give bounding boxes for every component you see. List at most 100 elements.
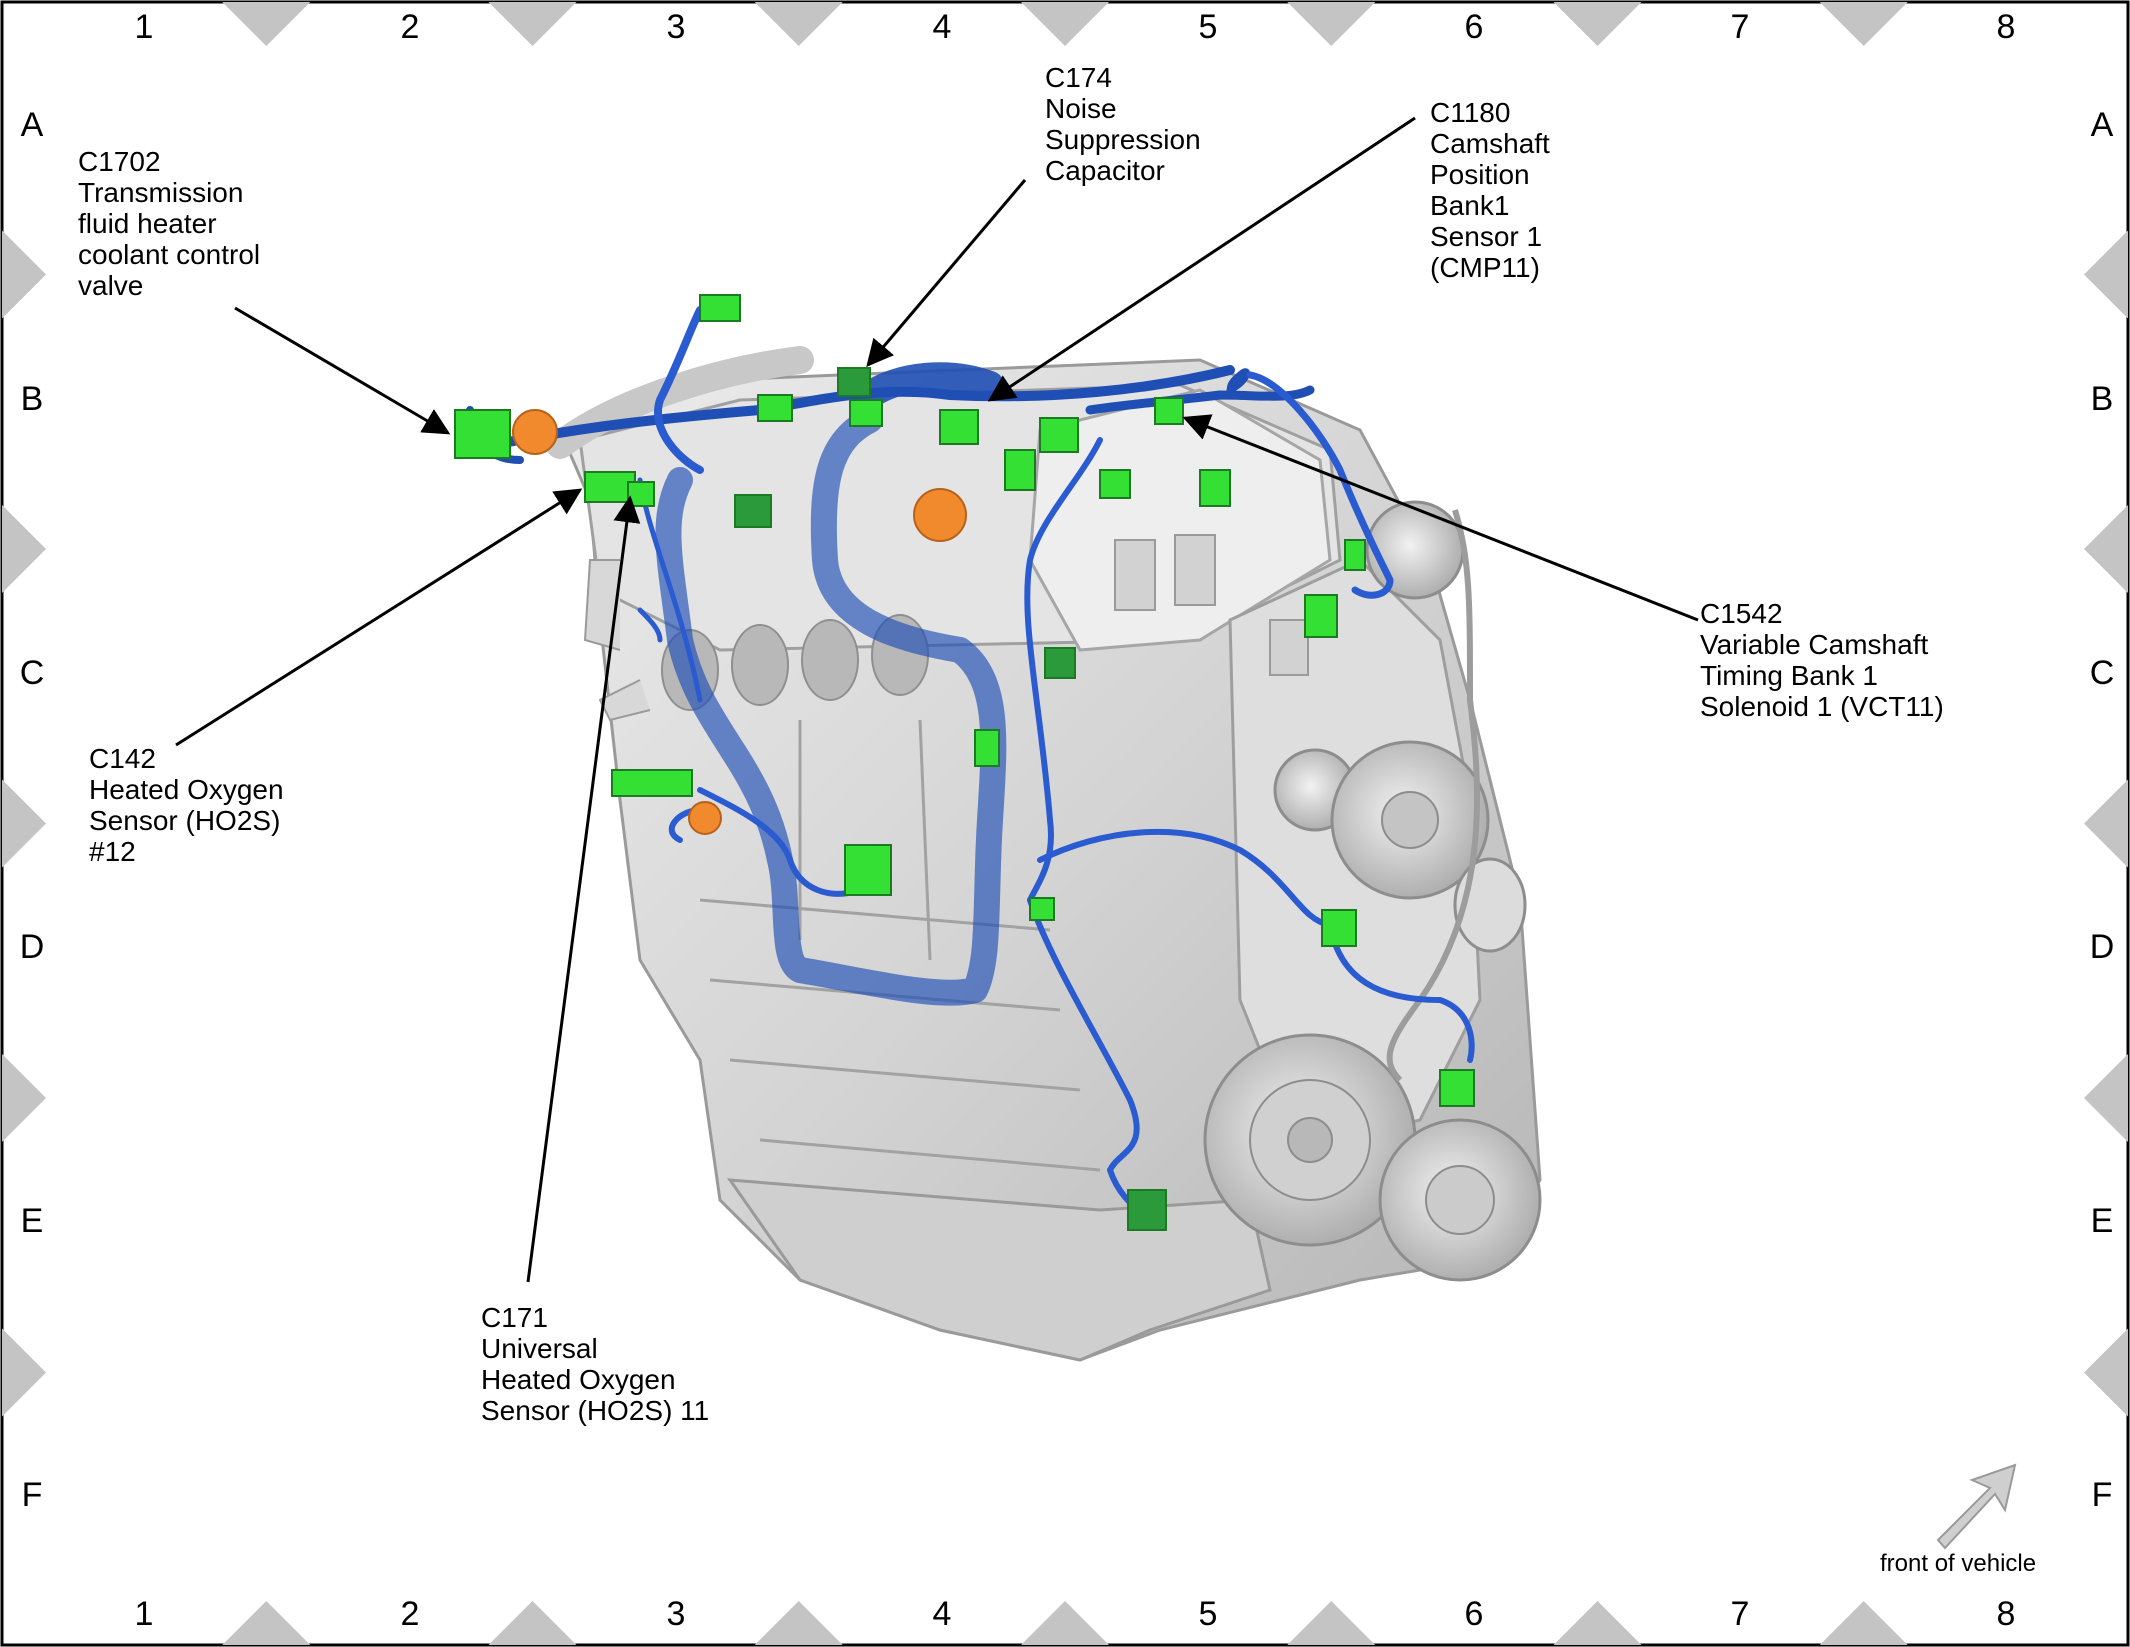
connector-c1702-orange: [512, 409, 558, 455]
alternator-shaft: [1453, 857, 1527, 953]
grid-row-label: C: [19, 654, 45, 692]
leader-c174: [866, 179, 1027, 368]
grid-col-label: 3: [666, 1595, 686, 1633]
leader-c1702: [234, 306, 451, 435]
cam-pulley: [1365, 500, 1465, 600]
border-marker-left: [2, 1054, 46, 1142]
border-marker-bottom: [1819, 1601, 1908, 1645]
grid-col-label: 1: [134, 1595, 154, 1633]
connector-d3: [844, 844, 892, 896]
border-marker-bottom: [754, 1601, 843, 1645]
drive-belt: [1386, 509, 1481, 1083]
border-marker-right: [2084, 230, 2128, 319]
connector-c1702: [454, 409, 511, 459]
valve-cover: [1028, 388, 1332, 652]
border-marker-bottom: [1287, 1601, 1376, 1645]
leader-c1542: [1182, 414, 1699, 622]
border-marker-left: [2, 505, 46, 593]
border-marker-left: [2, 230, 46, 319]
grid-row-label: F: [2091, 1476, 2113, 1514]
callout-line: Heated Oxygen: [481, 1364, 676, 1395]
connector-noise-capacitor-orange: [913, 488, 967, 542]
callout-line: coolant control: [78, 239, 261, 270]
callout-line: Sensor (HO2S) 11: [481, 1395, 710, 1426]
connector-b4a: [849, 399, 883, 427]
connector-d4: [974, 729, 1000, 767]
front-of-vehicle-arrow-icon: [1936, 1463, 2017, 1550]
connector-c171: [627, 481, 655, 507]
grid-row-label: A: [20, 106, 44, 144]
grid-row-label: D: [19, 928, 45, 966]
connector-b4d: [1039, 417, 1079, 453]
border-marker-top: [222, 2, 311, 46]
grid-col-label: 3: [666, 8, 686, 46]
callout-line: Noise: [1045, 93, 1117, 124]
callout-line: Solenoid 1 (VCT11): [1700, 691, 1944, 722]
grid-row-label: F: [21, 1476, 43, 1514]
callout-c1702: C1702 Transmission fluid heater coolant …: [78, 146, 260, 301]
grid-col-label: 6: [1464, 8, 1484, 46]
callout-c1180: C1180 Camshaft Position Bank1 Sensor 1 (…: [1430, 97, 1550, 283]
connector-c4: [1044, 647, 1076, 679]
callout-line: Universal: [481, 1333, 598, 1364]
connector-b3: [757, 394, 793, 422]
leader-lines: [175, 116, 1699, 1283]
coil-packs: [1114, 534, 1309, 676]
callout-code: C174: [1045, 62, 1112, 93]
callout-line: (CMP11): [1430, 252, 1540, 283]
border-marker-right: [2084, 779, 2128, 868]
callout-code: C1180: [1430, 97, 1511, 128]
border-marker-top: [1553, 2, 1642, 46]
callout-line: Sensor 1: [1430, 221, 1543, 252]
callout-line: Suppression: [1045, 124, 1201, 155]
grid-col-label: 2: [400, 8, 420, 46]
grid-col-label: 1: [134, 8, 154, 46]
border-marker-bottom: [1553, 1601, 1642, 1645]
callout-c1542: C1542 Variable Camshaft Timing Bank 1 So…: [1700, 598, 1944, 722]
connector-c2: [734, 494, 772, 528]
callout-code: C1702: [78, 146, 161, 177]
border-marker-left: [2, 1328, 46, 1417]
callout-line: Heated Oxygen: [89, 774, 284, 805]
border-marker-top: [1819, 2, 1908, 46]
callout-code: C171: [481, 1302, 548, 1333]
grid-row-label: B: [20, 380, 44, 418]
callout-code: C142: [89, 743, 156, 774]
callout-line: Variable Camshaft: [1700, 629, 1929, 660]
connector-c5: [1304, 594, 1338, 638]
grid-col-label: 2: [400, 1595, 420, 1633]
connector-top: [699, 294, 741, 322]
border-marker-top: [1287, 2, 1376, 46]
border-marker-right: [2084, 505, 2128, 593]
grid-col-label: 5: [1198, 1595, 1218, 1633]
callout-line: Sensor (HO2S): [89, 805, 281, 836]
grid-col-label: 4: [932, 1595, 952, 1633]
border-marker-right: [2084, 1054, 2128, 1142]
connector-b5: [1199, 469, 1231, 507]
grid-col-label: 6: [1464, 1595, 1484, 1633]
callout-c174: C174 Noise Suppression Capacitor: [1045, 62, 1201, 186]
border-marker-right: [2084, 1328, 2128, 1417]
callout-line: fluid heater: [78, 208, 217, 239]
connector-c6: [1344, 539, 1366, 571]
grid-row-label: D: [2089, 928, 2115, 966]
connector-e5: [1127, 1189, 1167, 1231]
connector-b4b: [939, 409, 979, 445]
callout-line: #12: [89, 836, 136, 867]
grid-row-label: A: [2090, 106, 2114, 144]
grid-col-label: 8: [1996, 1595, 2016, 1633]
grid-row-label: C: [2089, 654, 2115, 692]
border-marker-bottom: [1021, 1601, 1109, 1645]
oil-pan: [726, 1178, 1272, 1362]
connector-o2-left: [611, 769, 693, 797]
connector-c174: [837, 367, 871, 397]
connector-c1542: [1154, 397, 1184, 425]
connector-e6: [1439, 1069, 1475, 1107]
connector-d6: [1321, 909, 1357, 947]
connector-b4c: [1004, 449, 1036, 491]
border-marker-bottom: [222, 1601, 311, 1645]
leader-c171: [526, 495, 641, 1283]
connector-b4e: [1099, 469, 1131, 499]
border-marker-left: [2, 779, 46, 868]
